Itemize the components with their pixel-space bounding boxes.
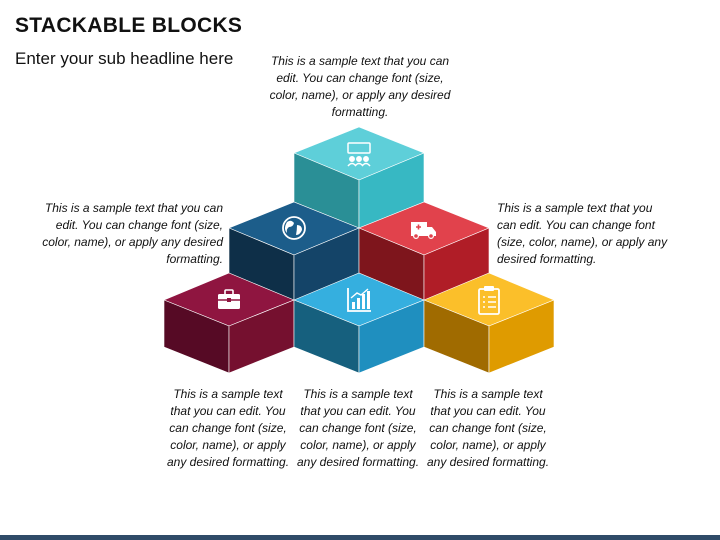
clipboard-icon — [478, 286, 500, 315]
sub-headline: Enter your sub headline here — [15, 49, 234, 68]
text-bottom-center: This is a sample text that you can edit.… — [296, 387, 420, 469]
block-gold-right — [488, 299, 555, 374]
block-red — [358, 201, 490, 304]
text-bottom-right: This is a sample text that you can edit.… — [426, 387, 550, 469]
text-bottom-left: This is a sample text that you can edit.… — [166, 387, 290, 469]
meeting-icon — [347, 142, 371, 167]
text-left: This is a sample text that you can edit.… — [42, 201, 223, 266]
block-navy — [228, 201, 360, 304]
block-gold — [423, 272, 555, 374]
briefcase-icon — [218, 289, 240, 309]
block-teal — [293, 126, 425, 229]
globe-icon — [282, 216, 306, 240]
text-top: This is a sample text that you can edit.… — [269, 54, 451, 119]
ambulance-icon — [411, 222, 436, 240]
footer-bar — [0, 535, 720, 540]
page-title: STACKABLE BLOCKS — [15, 14, 243, 37]
block-blue — [293, 272, 425, 374]
chart-icon — [347, 288, 371, 312]
text-right: This is a sample text that you can edit.… — [497, 201, 668, 266]
block-maroon — [163, 272, 295, 374]
